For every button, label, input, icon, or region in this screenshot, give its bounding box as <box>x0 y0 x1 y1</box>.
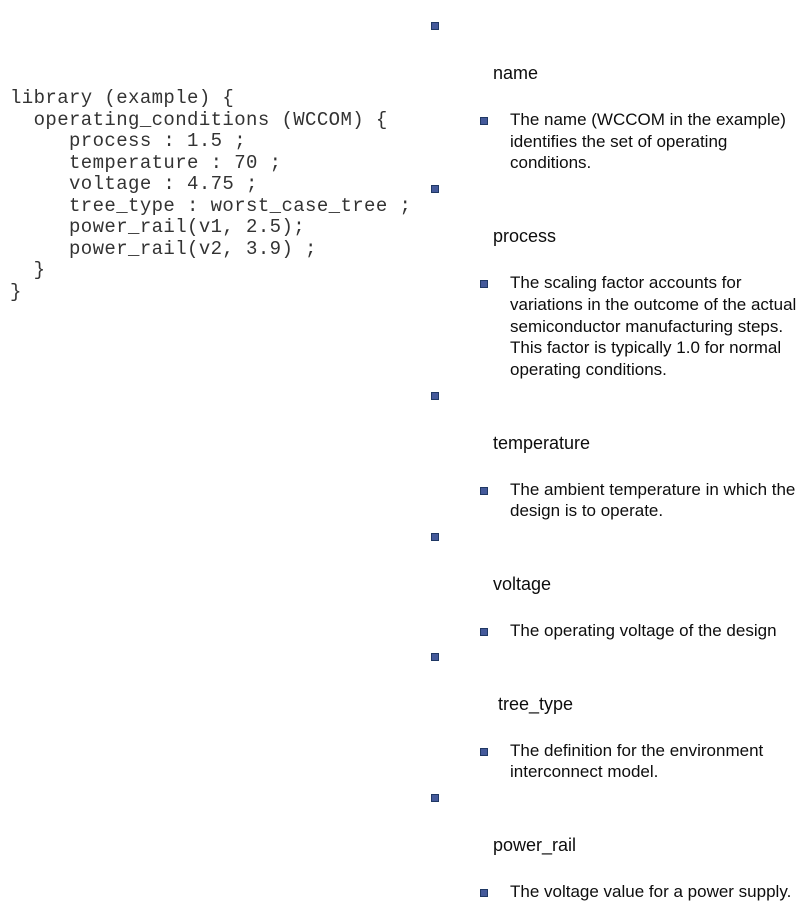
term-label: power_rail <box>493 835 577 856</box>
term-description: The scaling factor accounts for variatio… <box>510 273 797 379</box>
term-row: name <box>425 13 800 109</box>
square-bullet-icon <box>480 117 488 125</box>
description-row: The voltage value for a power supply. <box>425 881 800 903</box>
square-bullet-icon <box>480 280 488 289</box>
term-label: process <box>493 226 557 247</box>
term-row: process <box>425 176 800 272</box>
definitions-list: name The name (WCCOM in the example) ide… <box>425 13 800 903</box>
term-row: voltage <box>425 524 800 620</box>
square-bullet-icon <box>431 391 439 400</box>
square-bullet-icon <box>431 794 439 803</box>
description-row: The scaling factor accounts for variatio… <box>425 272 800 381</box>
term-label: tree_type <box>493 693 574 714</box>
square-bullet-icon <box>431 652 439 661</box>
definition-item-process: process The scaling factor accounts for … <box>425 176 800 381</box>
term-label: name <box>493 63 539 83</box>
definition-item-name: name The name (WCCOM in the example) ide… <box>425 13 800 174</box>
definition-item-temperature: temperature The ambient temperature in w… <box>425 383 800 522</box>
description-row: The definition for the environment inter… <box>425 740 800 783</box>
definition-item-power-rail: power_rail The voltage value for a power… <box>425 785 800 903</box>
square-bullet-icon <box>431 533 439 542</box>
square-bullet-icon <box>431 185 439 194</box>
description-row: The operating voltage of the design <box>425 620 800 642</box>
description-row: The name (WCCOM in the example) identifi… <box>425 109 800 174</box>
definition-item-tree-type: tree_type The definition for the environ… <box>425 644 800 783</box>
liberty-code-block: library (example) { operating_conditions… <box>10 87 412 303</box>
term-row: temperature <box>425 383 800 479</box>
square-bullet-icon <box>480 486 488 495</box>
term-description: The definition for the environment inter… <box>510 740 764 782</box>
term-description: The ambient temperature in which the des… <box>510 479 796 521</box>
square-bullet-icon <box>480 747 488 756</box>
term-row: tree_type <box>425 644 800 740</box>
code-example-pane: library (example) { operating_conditions… <box>10 87 412 303</box>
term-label: voltage <box>493 574 552 595</box>
definition-item-voltage: voltage The operating voltage of the des… <box>425 524 800 642</box>
term-description: The name (WCCOM in the example) identifi… <box>510 110 786 173</box>
term-label: temperature <box>493 432 591 453</box>
term-description: The operating voltage of the design <box>510 621 777 641</box>
term-row: power_rail <box>425 785 800 881</box>
square-bullet-icon <box>480 889 488 898</box>
square-bullet-icon <box>431 22 439 30</box>
square-bullet-icon <box>480 628 488 637</box>
term-description: The voltage value for a power supply. <box>510 882 792 902</box>
description-row: The ambient temperature in which the des… <box>425 479 800 522</box>
